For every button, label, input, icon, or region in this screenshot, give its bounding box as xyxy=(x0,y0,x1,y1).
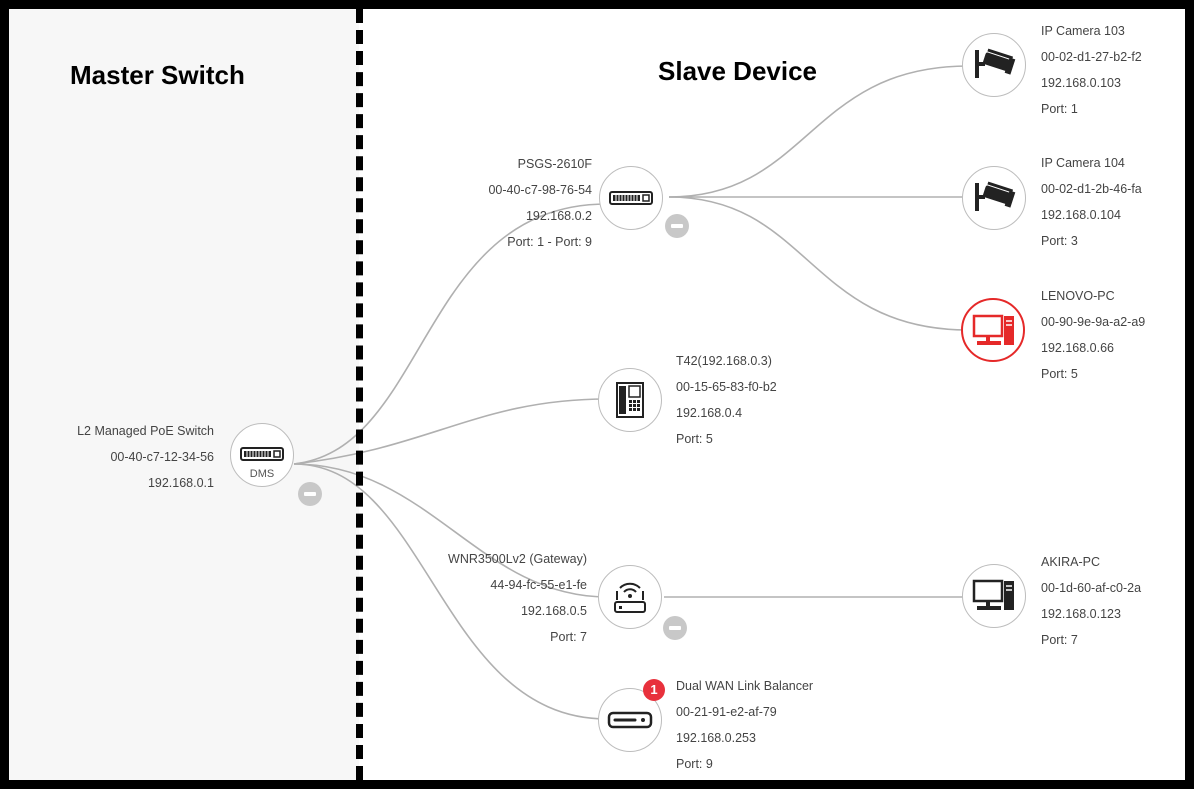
device-name: AKIRA-PC xyxy=(1041,555,1101,569)
mac-address: 00-90-9e-9a-a2-a9 xyxy=(1041,315,1146,329)
port-info: Port: 9 xyxy=(676,757,713,771)
link-dms-dualwan xyxy=(293,463,608,720)
ip-address: 192.168.0.4 xyxy=(676,406,743,420)
master-switch-heading: Master Switch xyxy=(70,60,245,90)
device-name: Dual WAN Link Balancer xyxy=(676,679,814,693)
dual-wan-info: Dual WAN Link Balancer 00-21-91-e2-af-79… xyxy=(676,673,813,777)
master-switch-info: L2 Managed PoE Switch 00-40-c7-12-34-56 … xyxy=(29,418,214,496)
device-name: T42(192.168.0.3) xyxy=(676,354,772,368)
ip-phone-icon xyxy=(616,382,644,418)
device-name: LENOVO-PC xyxy=(1041,289,1115,303)
device-name: IP Camera 103 xyxy=(1041,24,1125,38)
mac-address: 00-02-d1-27-b2-f2 xyxy=(1041,50,1142,64)
ip-address: 192.168.0.2 xyxy=(525,209,592,223)
switch-icon xyxy=(609,191,653,205)
ip-address: 192.168.0.253 xyxy=(676,731,756,745)
akira-pc-node[interactable] xyxy=(962,564,1026,628)
desktop-pc-icon xyxy=(972,314,1014,345)
link-balancer-icon xyxy=(607,711,653,729)
wnr-node[interactable] xyxy=(598,565,662,629)
mac-address: 44-94-fc-55-e1-fe xyxy=(490,578,587,592)
master-switch-node[interactable]: DMS xyxy=(230,423,294,487)
master-switch-zone xyxy=(9,9,359,780)
device-name: L2 Managed PoE Switch xyxy=(77,424,214,438)
link-dms-wnr xyxy=(293,463,608,598)
ip-address: 192.168.0.104 xyxy=(1041,208,1121,222)
device-name: WNR3500Lv2 (Gateway) xyxy=(448,552,587,566)
mac-address: 00-1d-60-af-c0-2a xyxy=(1041,581,1142,595)
camera-103-info: IP Camera 103 00-02-d1-27-b2-f2 192.168.… xyxy=(1041,18,1142,122)
ip-address: 192.168.0.123 xyxy=(1041,607,1121,621)
device-name: PSGS-2610F xyxy=(517,157,592,171)
mac-address: 00-40-c7-12-34-56 xyxy=(110,450,214,464)
switch-icon xyxy=(240,447,284,461)
port-info: Port: 3 xyxy=(1041,234,1078,248)
alert-count-badge: 1 xyxy=(643,679,665,701)
port-info: Port: 7 xyxy=(550,630,587,644)
desktop-pc-icon xyxy=(972,579,1014,610)
node-label: DMS xyxy=(249,468,275,480)
router-icon xyxy=(614,582,646,613)
link-dms-psgs xyxy=(293,203,608,465)
link-dms-t42 xyxy=(293,398,608,465)
ip-address: 192.168.0.103 xyxy=(1041,76,1121,90)
zone-divider xyxy=(356,9,363,780)
akira-pc-info: AKIRA-PC 00-1d-60-af-c0-2a 192.168.0.123… xyxy=(1041,549,1141,653)
camera-104-info: IP Camera 104 00-02-d1-2b-46-fa 192.168.… xyxy=(1041,150,1142,254)
port-info: Port: 5 xyxy=(676,432,713,446)
link-psgs-lenovo xyxy=(668,196,969,331)
camera-103-node[interactable] xyxy=(962,33,1026,97)
camera-104-node[interactable] xyxy=(962,166,1026,230)
psgs-node[interactable] xyxy=(599,166,663,230)
lenovo-pc-node[interactable] xyxy=(961,298,1025,362)
device-name: IP Camera 104 xyxy=(1041,156,1125,170)
mac-address: 00-40-c7-98-76-54 xyxy=(488,183,592,197)
ip-camera-icon xyxy=(975,181,1016,211)
port-info: Port: 5 xyxy=(1041,367,1078,381)
ip-address: 192.168.0.1 xyxy=(147,476,214,490)
mac-address: 00-02-d1-2b-46-fa xyxy=(1041,182,1142,196)
port-info: Port: 1 - Port: 9 xyxy=(507,235,592,249)
collapse-button[interactable] xyxy=(663,616,687,640)
ip-camera-icon xyxy=(975,48,1016,78)
ip-address: 192.168.0.5 xyxy=(520,604,587,618)
lenovo-pc-info: LENOVO-PC 00-90-9e-9a-a2-a9 192.168.0.66… xyxy=(1041,283,1145,387)
port-info: Port: 7 xyxy=(1041,633,1078,647)
mac-address: 00-15-65-83-f0-b2 xyxy=(676,380,777,394)
collapse-button[interactable] xyxy=(665,214,689,238)
topology-links xyxy=(293,65,969,720)
port-info: Port: 1 xyxy=(1041,102,1078,116)
collapse-button[interactable] xyxy=(298,482,322,506)
slave-device-heading: Slave Device xyxy=(658,56,818,86)
link-psgs-cam103 xyxy=(668,65,969,198)
t42-info: T42(192.168.0.3) 00-15-65-83-f0-b2 192.1… xyxy=(676,348,777,452)
psgs-info: PSGS-2610F 00-40-c7-98-76-54 192.168.0.2… xyxy=(409,151,592,255)
ip-address: 192.168.0.66 xyxy=(1041,341,1114,355)
wnr-info: WNR3500Lv2 (Gateway) 44-94-fc-55-e1-fe 1… xyxy=(389,546,587,650)
mac-address: 00-21-91-e2-af-79 xyxy=(676,705,777,719)
t42-node[interactable] xyxy=(598,368,662,432)
